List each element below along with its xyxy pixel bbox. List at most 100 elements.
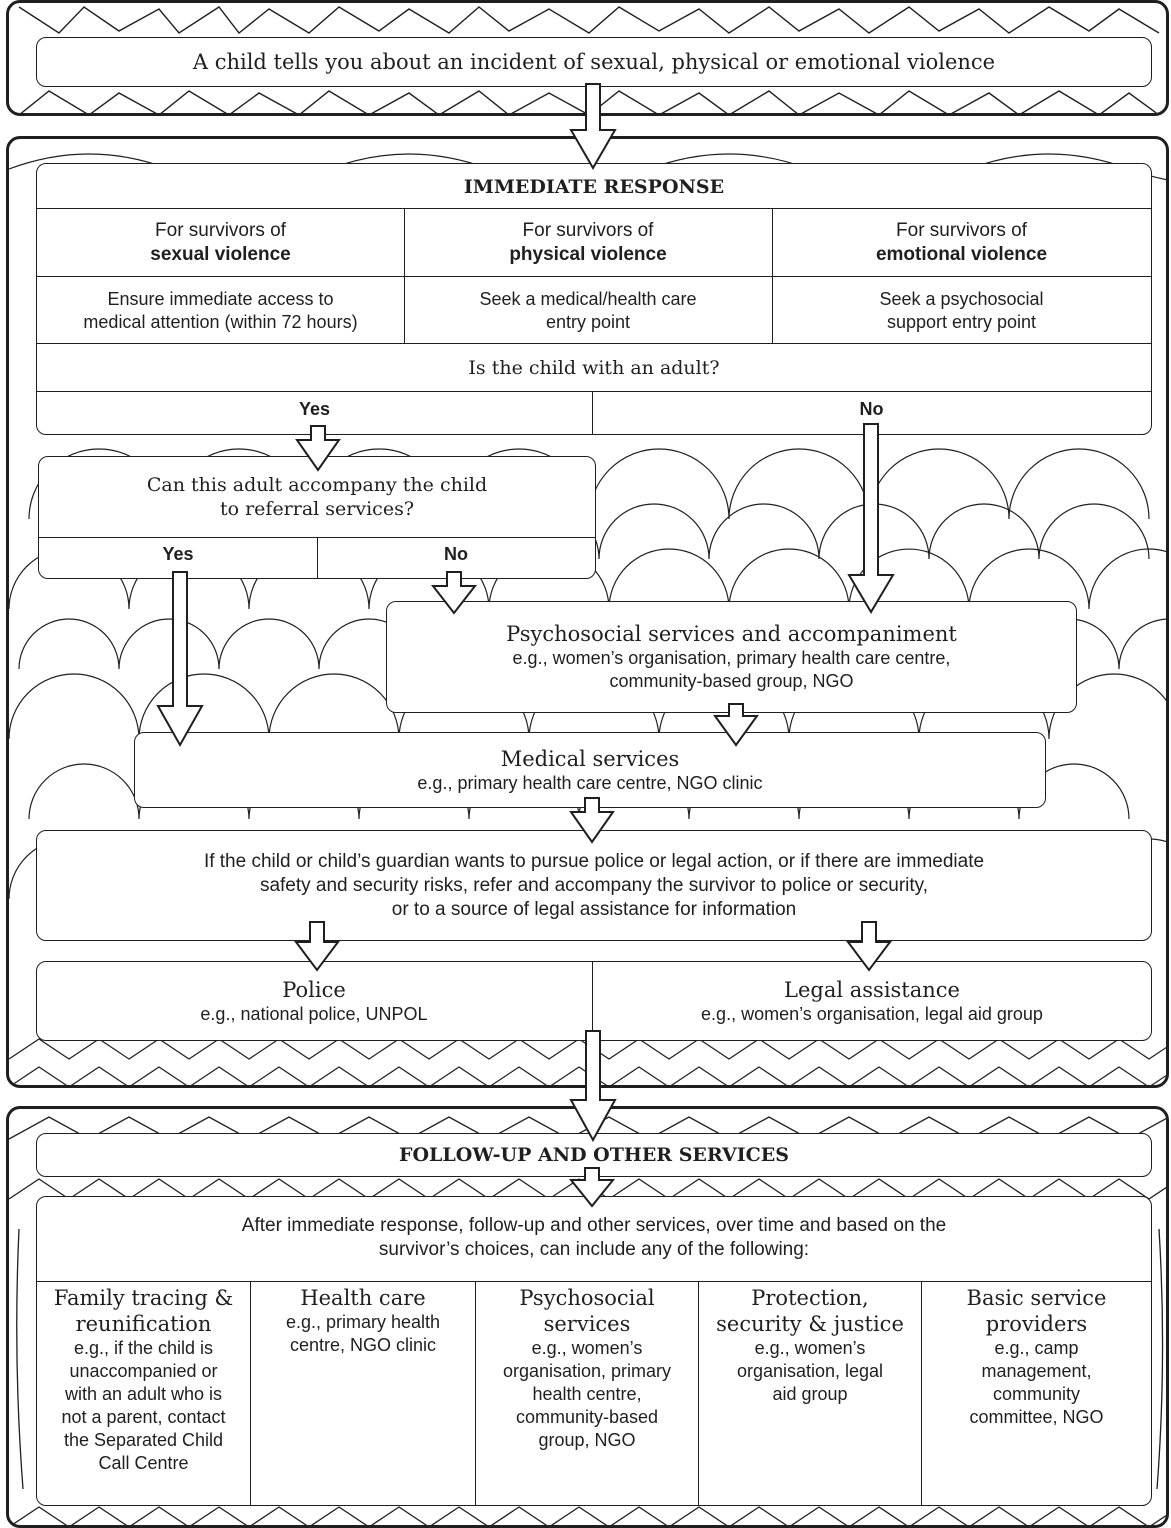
service-detail: unaccompanied or <box>69 1361 218 1381</box>
service-detail: e.g., camp <box>994 1338 1079 1358</box>
service-detail: the Separated Child <box>63 1430 224 1450</box>
yes-label: Yes <box>298 398 331 419</box>
survivor-type: emotional violence <box>875 244 1048 265</box>
divider <box>37 208 1151 209</box>
survivor-type-label: For survivors of <box>155 220 286 241</box>
incident-text: A child tells you about an incident of s… <box>192 50 996 74</box>
service-detail: centre, NGO clinic <box>289 1335 437 1355</box>
legal-cell: Legal assistance e.g., women’s organisat… <box>592 963 1152 1039</box>
service-title: services <box>543 1312 631 1336</box>
service-detail: organisation, legal <box>736 1361 884 1381</box>
police-legal-text: safety and security risks, refer and acc… <box>259 874 929 896</box>
accompany-line: to referral services? <box>219 498 415 520</box>
service-title: Basic service <box>966 1286 1107 1310</box>
service-title: providers <box>985 1312 1088 1336</box>
service-title: Protection, <box>751 1286 869 1310</box>
divider <box>37 276 1151 277</box>
service-family-tracing: Family tracing & reunification e.g., if … <box>37 1285 250 1475</box>
medical-box: Medical services e.g., primary health ca… <box>134 732 1046 808</box>
service-protection: Protection, security & justice e.g., wom… <box>699 1285 921 1406</box>
service-detail: with an adult who is <box>64 1384 223 1404</box>
psychosocial-title: Psychosocial services and accompaniment <box>506 622 957 646</box>
service-title: security & justice <box>716 1312 904 1336</box>
service-title: Family tracing & <box>53 1286 234 1310</box>
psychosocial-example: e.g., women’s organisation, primary heal… <box>512 648 951 668</box>
no-label: No <box>444 543 468 564</box>
service-detail: e.g., primary health <box>285 1312 441 1332</box>
divider <box>317 537 318 579</box>
service-detail: e.g., if the child is <box>73 1338 214 1358</box>
police-cell: Police e.g., national police, UNPOL <box>36 963 592 1039</box>
action-line: Seek a medical/health care <box>479 288 697 309</box>
legal-example: e.g., women’s organisation, legal aid gr… <box>701 1003 1043 1024</box>
divider <box>592 961 593 1041</box>
police-title: Police <box>282 977 346 1002</box>
followup-intro-line: After immediate response, follow-up and … <box>241 1215 947 1236</box>
service-detail: committee, NGO <box>969 1407 1104 1427</box>
survivor-type-label: For survivors of <box>522 220 654 241</box>
service-detail: aid group <box>772 1384 848 1404</box>
divider <box>921 1281 922 1506</box>
service-detail: community <box>992 1384 1081 1404</box>
incident-box: A child tells you about an incident of s… <box>36 37 1152 87</box>
divider <box>475 1281 476 1506</box>
sexual-violence-action: Ensure immediate access to medical atten… <box>37 278 404 343</box>
accompany-line: Can this adult accompany the child <box>146 474 488 496</box>
divider <box>698 1281 699 1506</box>
followup-services-box <box>36 1196 1152 1506</box>
service-detail: e.g., women’s <box>531 1338 643 1358</box>
followup-intro: After immediate response, follow-up and … <box>36 1200 1152 1276</box>
emotional-violence-action: Seek a psychosocial support entry point <box>772 278 1151 343</box>
action-line: Ensure immediate access to <box>107 288 334 309</box>
service-health-care: Health care e.g., primary health centre,… <box>251 1285 475 1357</box>
action-line: Seek a psychosocial <box>879 288 1044 309</box>
divider <box>772 208 773 343</box>
divider <box>37 1281 1151 1282</box>
service-detail: community-based <box>515 1407 659 1427</box>
adult-question-text: Is the child with an adult? <box>468 356 720 379</box>
service-title: reunification <box>75 1312 212 1336</box>
divider <box>37 343 1151 344</box>
accompany-yes: Yes <box>39 538 317 570</box>
service-title: Psychosocial <box>519 1286 655 1310</box>
action-line: support entry point <box>886 311 1037 332</box>
police-example: e.g., national police, UNPOL <box>200 1003 428 1024</box>
divider <box>592 391 593 435</box>
physical-violence-action: Seek a medical/health care entry point <box>404 278 772 343</box>
sexual-violence-header: For survivors of sexual violence <box>37 210 404 276</box>
service-detail: group, NGO <box>538 1430 636 1450</box>
service-detail: management, <box>981 1361 1092 1381</box>
emotional-violence-header: For survivors of emotional violence <box>772 210 1151 276</box>
service-detail: health centre, <box>532 1384 642 1404</box>
police-legal-text: or to a source of legal assistance for i… <box>391 898 797 920</box>
no-label: No <box>859 398 884 419</box>
action-line: entry point <box>545 311 631 332</box>
service-basic-providers: Basic service providers e.g., camp manag… <box>922 1285 1151 1429</box>
survivor-type: sexual violence <box>150 244 291 265</box>
service-detail: not a parent, contact <box>61 1407 226 1427</box>
adult-yes: Yes <box>37 392 592 426</box>
yes-label: Yes <box>162 543 194 564</box>
divider <box>404 208 405 343</box>
service-detail: e.g., women’s <box>754 1338 866 1358</box>
legal-title: Legal assistance <box>784 977 960 1002</box>
action-line: medical attention (within 72 hours) <box>83 311 358 332</box>
physical-violence-header: For survivors of physical violence <box>404 210 772 276</box>
accompany-question: Can this adult accompany the child to re… <box>38 462 596 532</box>
adult-question: Is the child with an adult? <box>37 344 1151 391</box>
zigzag-pattern <box>18 6 1160 113</box>
psychosocial-example: community-based group, NGO <box>609 671 854 691</box>
followup-title-box: FOLLOW-UP AND OTHER SERVICES <box>36 1133 1152 1177</box>
service-psychosocial: Psychosocial services e.g., women’s orga… <box>476 1285 698 1452</box>
medical-example: e.g., primary health care centre, NGO cl… <box>417 772 763 793</box>
followup-intro-line: survivor’s choices, can include any of t… <box>378 1239 810 1260</box>
service-detail: organisation, primary <box>502 1361 672 1381</box>
accompany-no: No <box>317 538 595 570</box>
psychosocial-box: Psychosocial services and accompaniment … <box>386 601 1077 713</box>
survivor-type: physical violence <box>509 244 667 265</box>
police-legal-text: If the child or child’s guardian wants t… <box>203 850 985 872</box>
followup-title: FOLLOW-UP AND OTHER SERVICES <box>399 1144 789 1166</box>
immediate-response-title: IMMEDIATE RESPONSE <box>463 175 725 198</box>
survivor-type-label: For survivors of <box>896 220 1027 241</box>
adult-no: No <box>592 392 1151 426</box>
